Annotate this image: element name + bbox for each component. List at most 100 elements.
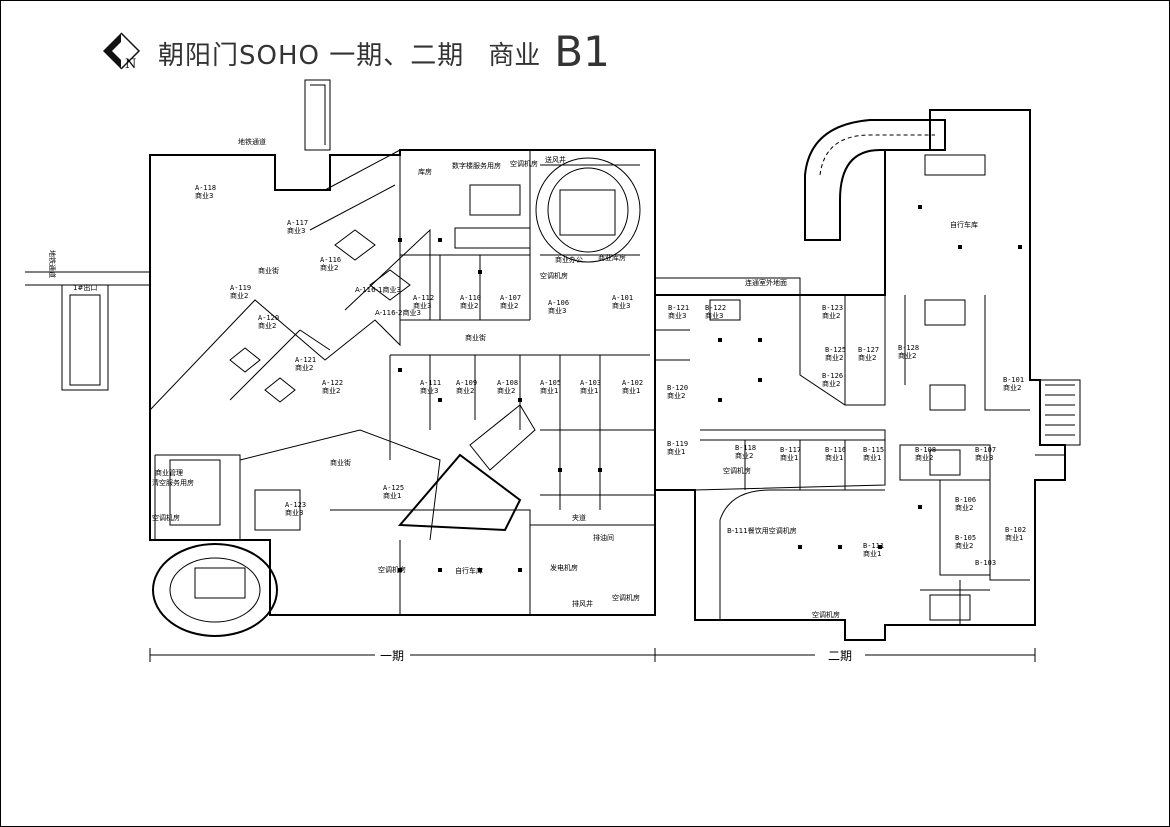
unit-use: 商业2 <box>955 503 973 512</box>
north-compass-icon: N <box>103 32 141 72</box>
room-label: 清空服务用房 <box>152 478 194 487</box>
unit-use: 商业2 <box>898 351 916 360</box>
unit-use: 商业3 <box>612 301 630 310</box>
title-block: N 朝阳门SOHO 一期、二期 商业 B1 <box>100 22 610 76</box>
unit-id: A-118 <box>195 184 216 192</box>
unit-use: 商业1 <box>580 386 598 395</box>
unit-use: 商业3 <box>420 386 438 395</box>
room-label: 空调机房 <box>152 513 180 522</box>
room-label: 自行车库 <box>455 566 483 575</box>
unit-use: 商业2 <box>858 353 876 362</box>
unit-id: A-101 <box>612 294 633 302</box>
unit-id: B-123 <box>822 304 843 312</box>
room-label: B-111餐饮用空调机房 <box>727 526 797 535</box>
room-label: 商业办公 <box>555 255 583 264</box>
unit-use: 商业2 <box>825 353 843 362</box>
room-label: 自行车库 <box>950 220 978 229</box>
unit-id: A-111 <box>420 379 441 387</box>
level-name: B1 <box>554 27 610 76</box>
unit-use: 商业1 <box>1005 533 1023 542</box>
unit-id: B-116 <box>825 446 846 454</box>
unit-id: B-127 <box>858 346 879 354</box>
room-label: 发电机房 <box>550 563 578 572</box>
unit-id: A-123 <box>285 501 306 509</box>
unit-labels: A-118商业3A-117商业3A-116商业2A-119商业2A-120商业2… <box>195 184 1026 567</box>
unit-id: A-109 <box>456 379 477 387</box>
unit-use: 商业1 <box>780 453 798 462</box>
room-label: 商业街 <box>330 458 351 467</box>
unit-id: B-111 <box>863 542 884 550</box>
unit-id: B-107 <box>975 446 996 454</box>
room-label: 送风井 <box>545 155 566 164</box>
unit-use: 商业2 <box>735 451 753 460</box>
unit-id: B-105 <box>955 534 976 542</box>
unit-use: 商业2 <box>1003 383 1021 392</box>
unit-id: B-101 <box>1003 376 1024 384</box>
unit-use: 商业2 <box>456 386 474 395</box>
unit-id: B-119 <box>667 440 688 448</box>
section-name: 商业 <box>488 41 541 71</box>
unit-id: B-120 <box>667 384 688 392</box>
unit-id: B-128 <box>898 344 919 352</box>
room-label: 排风井 <box>572 599 593 608</box>
room-label: A-116-2商业3 <box>375 308 421 317</box>
unit-use: 商业1 <box>383 491 401 500</box>
unit-use: 商业2 <box>460 301 478 310</box>
unit-use: 商业2 <box>230 291 248 300</box>
unit-id: B-126 <box>822 372 843 380</box>
room-label: 空调机房 <box>723 466 751 475</box>
room-label: 排油间 <box>593 533 614 542</box>
subway-label: 地铁通道 <box>238 137 266 146</box>
unit-use: 商业1 <box>863 453 881 462</box>
room-label: 库房 <box>418 167 432 176</box>
unit-use: 商业2 <box>320 263 338 272</box>
unit-use: 商业2 <box>322 386 340 395</box>
unit-id: A-121 <box>295 356 316 364</box>
room-label: 空调机房 <box>510 159 538 168</box>
room-label: 商业管理 <box>155 468 183 477</box>
unit-id: A-119 <box>230 284 251 292</box>
subway-left-label: 地铁通道 <box>48 250 57 278</box>
unit-use: 商业2 <box>955 541 973 550</box>
phase2-label: 二期 <box>828 649 852 663</box>
unit-id: B-118 <box>735 444 756 452</box>
unit-use: 商业3 <box>287 226 305 235</box>
room-labels: 库房数字楼服务用房空调机房送风井商业街商业街商业街商业办公商业库房空调机房夹道排… <box>152 155 978 619</box>
unit-use: 商业2 <box>915 453 933 462</box>
room-label: 连通室外地面 <box>745 278 787 287</box>
unit-id: B-125 <box>825 346 846 354</box>
unit-use: 商业2 <box>295 363 313 372</box>
unit-id: B-117 <box>780 446 801 454</box>
unit-id: A-105 <box>540 379 561 387</box>
unit-use: 商业3 <box>413 301 431 310</box>
unit-id: A-120 <box>258 314 279 322</box>
unit-use: 商业1 <box>622 386 640 395</box>
room-label: 商业街 <box>465 333 486 342</box>
unit-id: A-110 <box>460 294 481 302</box>
unit-use: 商业2 <box>822 379 840 388</box>
unit-id: A-108 <box>497 379 518 387</box>
unit-id: B-102 <box>1005 526 1026 534</box>
compass-letter: N <box>125 57 136 72</box>
exit-label: 1#出口 <box>73 283 97 292</box>
unit-use: 商业1 <box>863 549 881 558</box>
unit-id: B-103 <box>975 559 996 567</box>
unit-use: 商业3 <box>548 306 566 315</box>
unit-id: A-117 <box>287 219 308 227</box>
unit-id: B-108 <box>915 446 936 454</box>
unit-use: 商业3 <box>285 508 303 517</box>
unit-use: 商业3 <box>668 311 686 320</box>
unit-use: 商业1 <box>540 386 558 395</box>
room-label: 数字楼服务用房 <box>452 161 501 170</box>
unit-id: A-106 <box>548 299 569 307</box>
room-label: 空调机房 <box>540 271 568 280</box>
unit-use: 商业2 <box>822 311 840 320</box>
room-label: 夹道 <box>572 513 586 522</box>
unit-use: 商业3 <box>705 311 723 320</box>
unit-id: A-112 <box>413 294 434 302</box>
unit-use: 商业1 <box>667 447 685 456</box>
room-label: 空调机房 <box>378 565 406 574</box>
phase2-outline <box>654 109 1066 641</box>
unit-id: B-106 <box>955 496 976 504</box>
